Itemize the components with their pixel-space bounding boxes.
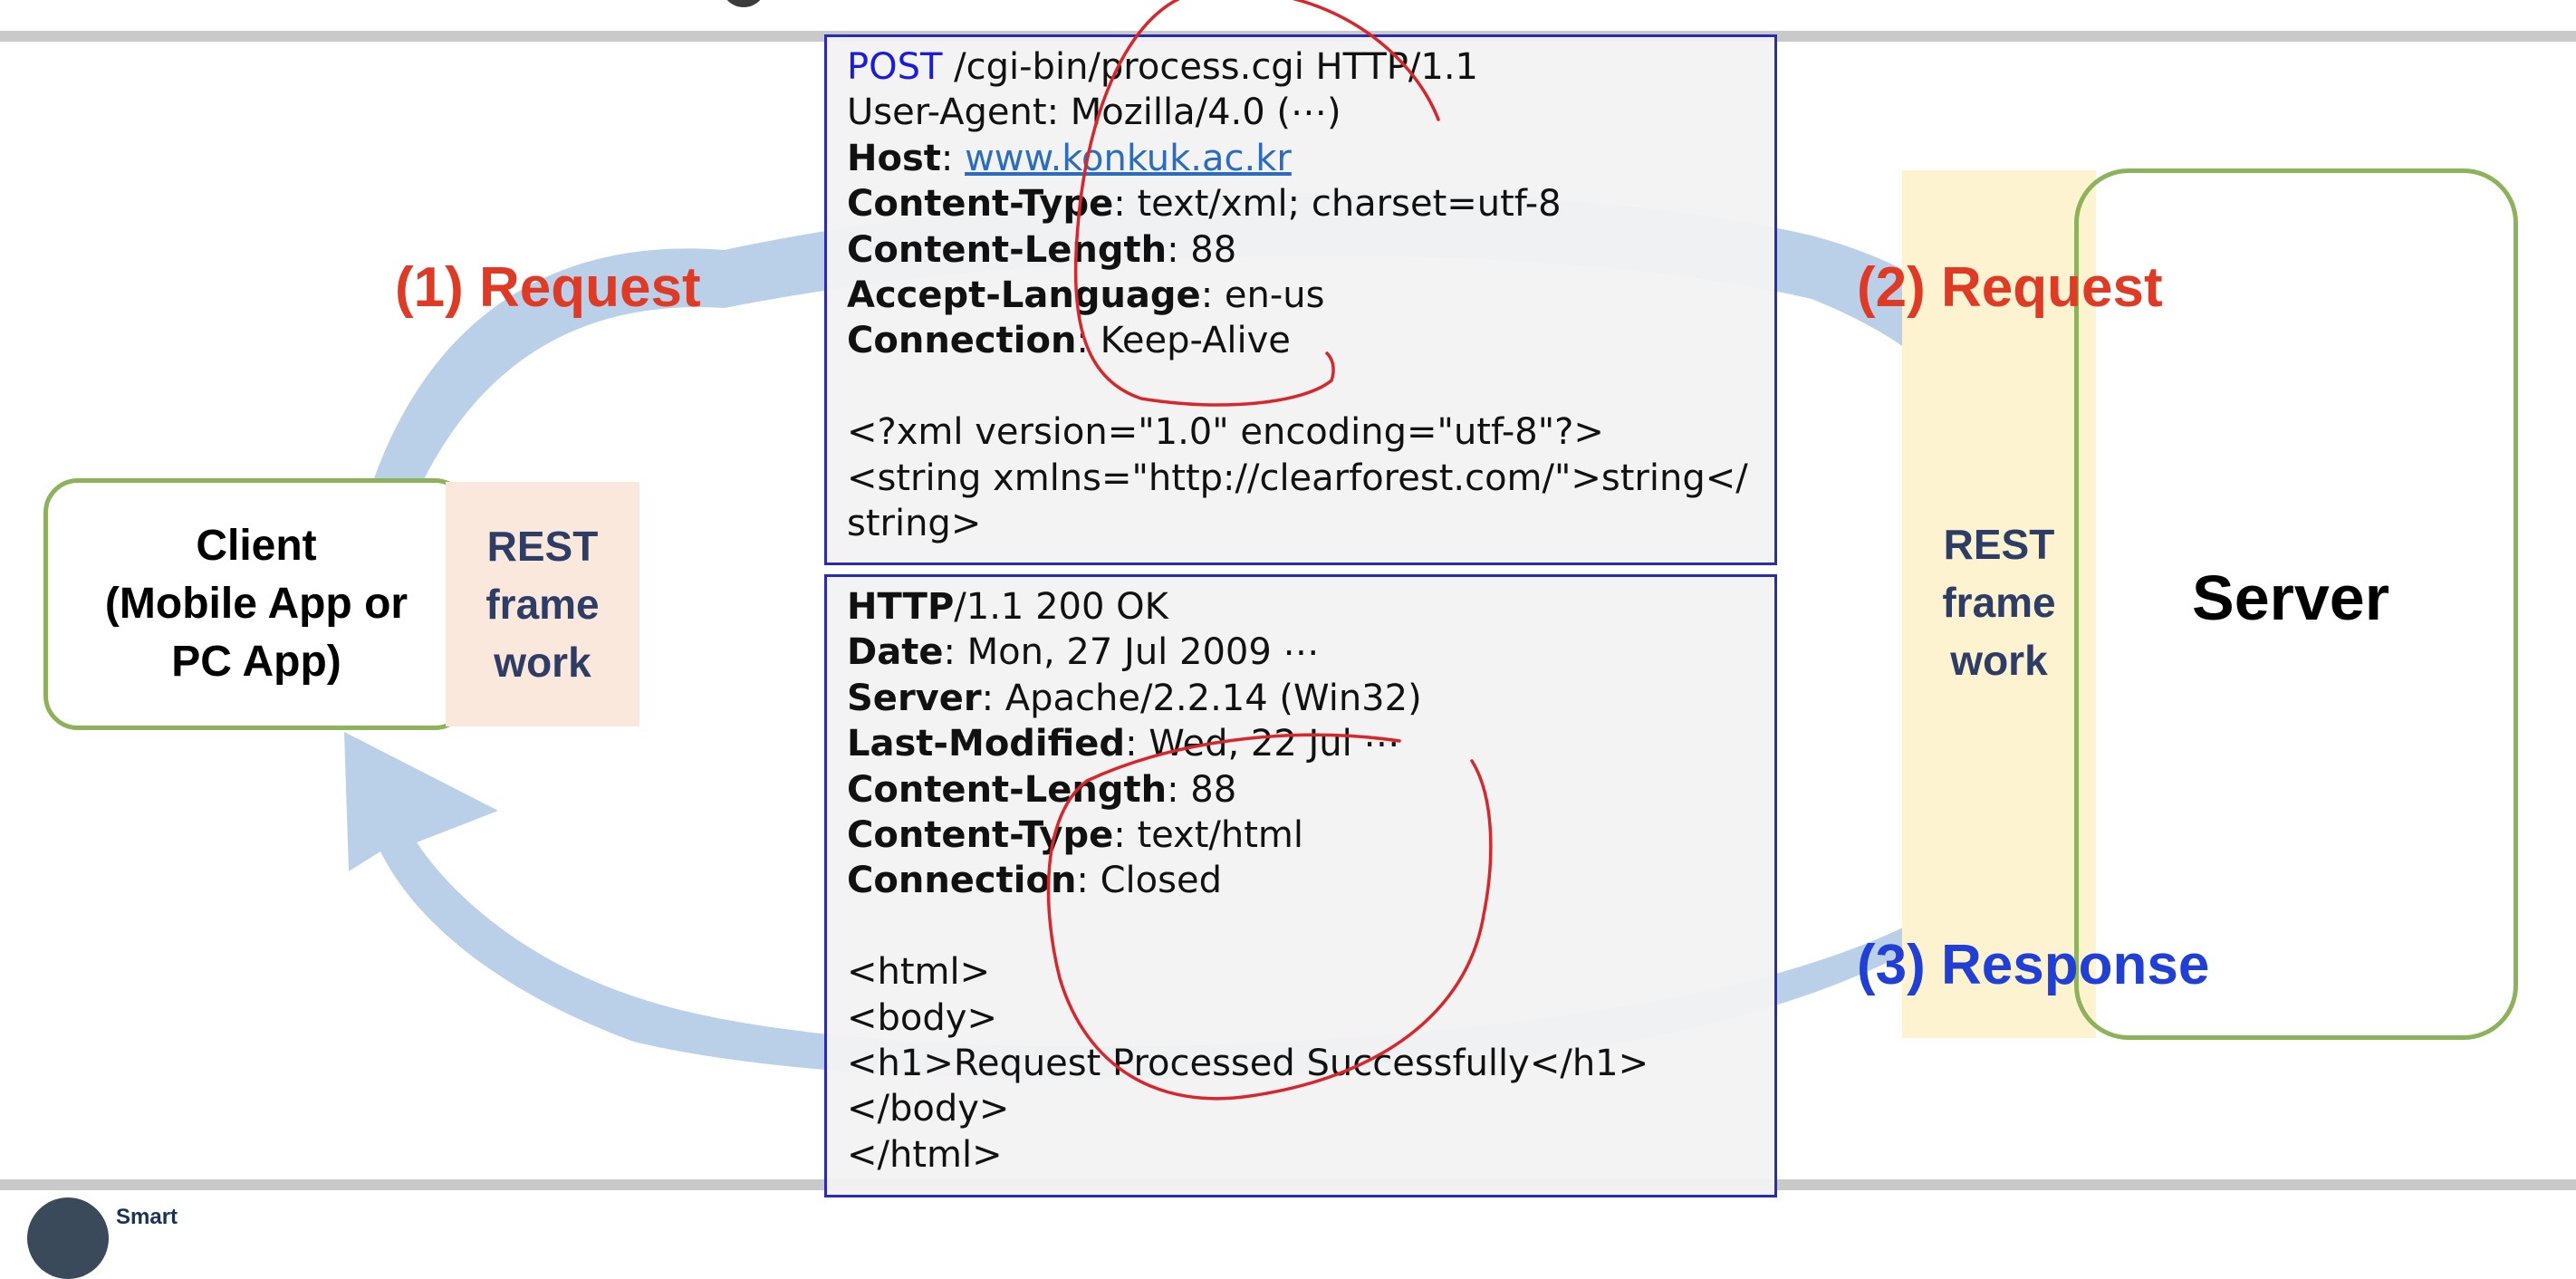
header-key: Connection xyxy=(847,860,1077,902)
header-accept-language: Accept-Language: en-us xyxy=(847,273,1754,318)
html-line: <h1>Request Processed Successfully</h1> xyxy=(847,1042,1649,1084)
header-value: : Closed xyxy=(1076,860,1222,902)
header-user-agent: User-Agent: Mozilla/4.0 (⋯) xyxy=(847,91,1341,134)
request-label-1: (1) Request xyxy=(395,256,701,319)
header-key: Content-Length xyxy=(847,228,1168,271)
rest-framework-label-right: REST frame work xyxy=(1942,521,2056,684)
client-box: Client (Mobile App or PC App) xyxy=(43,478,469,730)
html-line: </html> xyxy=(847,1133,1003,1176)
rest-framework-band-right xyxy=(1902,170,2096,1038)
header-content-length: Content-Length: 88 xyxy=(847,767,1754,813)
header-key: Content-Length xyxy=(847,768,1168,811)
blank-line xyxy=(847,364,1754,409)
status-key: HTTP xyxy=(847,586,955,628)
footer-logo-text: Smart xyxy=(116,1205,178,1229)
xml-declaration: <?xml version="1.0" encoding="utf-8"?> xyxy=(847,411,1604,454)
http-method: POST xyxy=(847,46,943,88)
header-connection: Connection: Keep-Alive xyxy=(847,318,1754,363)
xml-body: <string xmlns="http://clearforest.com/">… xyxy=(847,457,1748,544)
header-key: Host xyxy=(847,137,941,179)
status-line: HTTP/1.1 200 OK xyxy=(847,584,1754,630)
header-last-modified: Last-Modified: Wed, 22 Jul ⋯ xyxy=(847,721,1754,766)
header-content-length: Content-Length: 88 xyxy=(847,227,1754,273)
header-value: : Apache/2.2.14 (Win32) xyxy=(981,677,1422,719)
status-value: /1.1 200 OK xyxy=(954,586,1168,628)
header-server: Server: Apache/2.2.14 (Win32) xyxy=(847,676,1754,721)
flow-arrows xyxy=(344,192,2094,1080)
response-label-3: (3) Response xyxy=(1857,934,2210,996)
http-response-message: HTTP/1.1 200 OK Date: Mon, 27 Jul 2009 ⋯… xyxy=(824,574,1777,1197)
blank-line xyxy=(847,904,1754,949)
header-content-type: Content-Type: text/html xyxy=(847,813,1754,858)
header-value: : 88 xyxy=(1167,228,1237,271)
slide-title-fragment xyxy=(721,0,766,7)
html-line: <html> xyxy=(847,951,991,994)
http-request-message: POST /cgi-bin/process.cgi HTTP/1.1 User-… xyxy=(824,34,1777,565)
html-line: <body> xyxy=(847,996,997,1039)
header-key: Content-Type xyxy=(847,183,1114,226)
host-link[interactable]: www.konkuk.ac.kr xyxy=(965,137,1292,179)
header-key: Connection xyxy=(847,320,1077,362)
header-content-type: Content-Type: text/xml; charset=utf-8 xyxy=(847,181,1754,226)
university-seal-logo-icon xyxy=(27,1197,109,1279)
header-value: : text/xml; charset=utf-8 xyxy=(1113,183,1562,226)
header-date: Date: Mon, 27 Jul 2009 ⋯ xyxy=(847,630,1754,675)
header-value: : text/html xyxy=(1113,813,1303,856)
header-key: Last-Modified xyxy=(847,723,1126,765)
header-key: Server xyxy=(847,677,982,719)
arrow-request-to-server xyxy=(362,192,2094,524)
header-key: Content-Type xyxy=(847,813,1114,856)
request-label-2: (2) Request xyxy=(1857,256,2163,319)
request-line: POST /cgi-bin/process.cgi HTTP/1.1 xyxy=(847,44,1754,90)
header-value: : 88 xyxy=(1167,768,1237,811)
header-value: : en-us xyxy=(1200,274,1325,316)
request-target: /cgi-bin/process.cgi HTTP/1.1 xyxy=(942,46,1478,88)
html-line: </body> xyxy=(847,1088,1010,1130)
server-label: Server xyxy=(2192,563,2389,633)
header-value: : Keep-Alive xyxy=(1076,320,1291,362)
client-label: Client (Mobile App or PC App) xyxy=(104,522,409,686)
header-host: Host: www.konkuk.ac.kr xyxy=(847,137,1292,179)
header-value: : Mon, 27 Jul 2009 ⋯ xyxy=(943,631,1320,674)
header-value: : Wed, 22 Jul ⋯ xyxy=(1125,723,1400,765)
header-connection: Connection: Closed xyxy=(847,858,1754,903)
header-key: Date xyxy=(847,631,944,674)
server-box xyxy=(2074,168,2518,1040)
rest-framework-label-left: REST frame work xyxy=(446,482,639,726)
header-key: Accept-Language xyxy=(847,274,1201,316)
